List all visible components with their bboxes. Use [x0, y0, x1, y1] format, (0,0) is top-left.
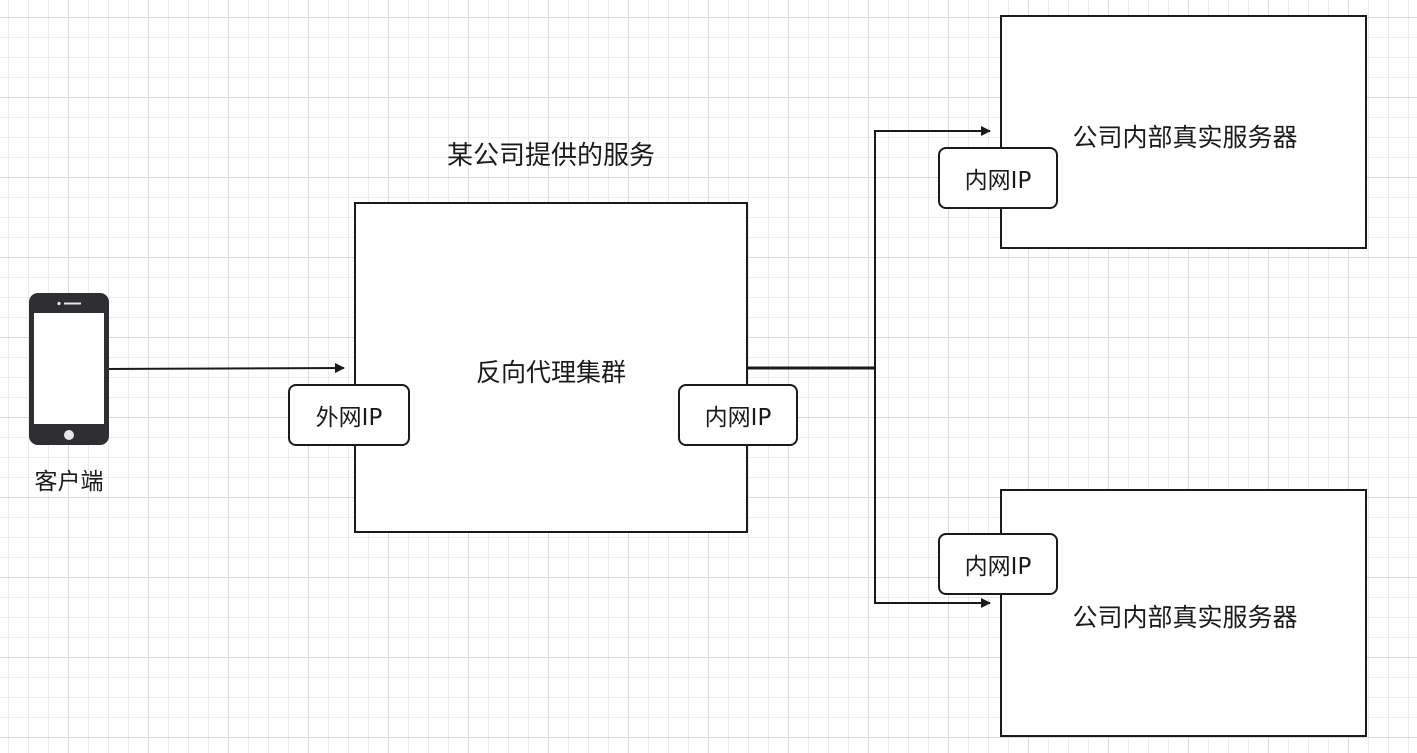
client-to-proxy-arrow [107, 363, 345, 374]
service-title: 某公司提供的服务 [446, 141, 655, 171]
server-2-private-ip-tag[interactable]: 内网IP [938, 533, 1058, 595]
public-ip-tag[interactable]: 外网IP [288, 384, 410, 446]
reverse-proxy-label: 反向代理集群 [475, 358, 626, 387]
internal-server-box-1[interactable] [1000, 15, 1367, 249]
internal-server-label-2: 公司内部真实服务器 [1072, 603, 1298, 632]
client-label: 客户端 [34, 469, 104, 495]
split-to-server-2-arrow [874, 368, 991, 608]
smartphone-icon [29, 293, 109, 445]
internal-server-label-1: 公司内部真实服务器 [1072, 123, 1298, 152]
reverse-proxy-box[interactable] [354, 202, 748, 533]
split-to-server-1-arrow [874, 126, 991, 368]
proxy-private-ip-tag[interactable]: 内网IP [678, 384, 798, 446]
server-1-private-ip-tag[interactable]: 内网IP [938, 147, 1058, 209]
internal-server-box-2[interactable] [1000, 489, 1367, 737]
